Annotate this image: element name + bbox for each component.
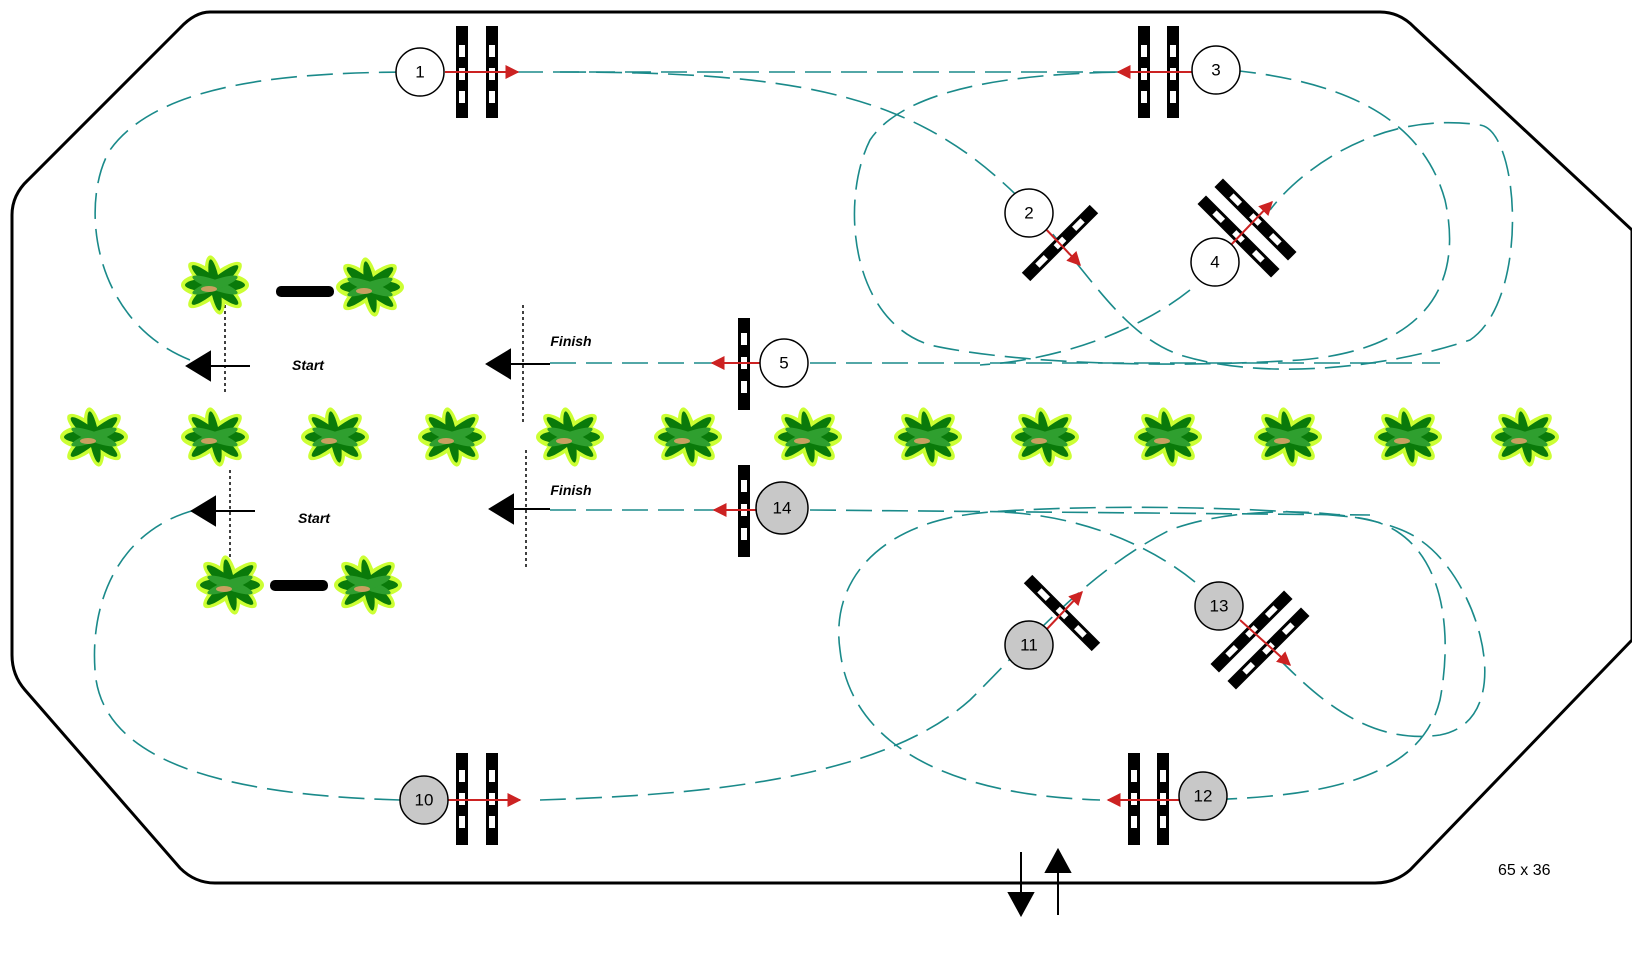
plant-icon (334, 553, 402, 617)
plant-icon (196, 553, 264, 617)
arena-outline (10, 10, 1632, 885)
upper-start-gate (181, 253, 404, 319)
fence-number-2: 2 (1004, 188, 1054, 238)
plant-icon (60, 405, 128, 469)
svg-text:2: 2 (1024, 204, 1033, 223)
plant-icon (418, 405, 486, 469)
fence-number-4: 4 (1190, 237, 1240, 287)
svg-text:3: 3 (1211, 61, 1220, 80)
plant-icon (654, 405, 722, 469)
plant-icon (1491, 405, 1559, 469)
plant-icon (336, 255, 404, 319)
plant-row (60, 405, 1559, 469)
jump-3 (1116, 26, 1192, 118)
fence-number-14: 14 (755, 481, 809, 535)
fence-number-11: 11 (1004, 620, 1054, 670)
lower-finish-label: Finish (550, 482, 591, 498)
plant-icon (536, 405, 604, 469)
fence-number-10: 10 (399, 775, 449, 825)
plant-icon (181, 253, 249, 317)
plant-icon (1254, 405, 1322, 469)
svg-text:13: 13 (1210, 597, 1229, 616)
svg-text:11: 11 (1020, 636, 1038, 655)
plant-icon (774, 405, 842, 469)
jump-12 (1106, 753, 1180, 845)
plant-icon (1134, 405, 1202, 469)
lower-start-gate (196, 553, 402, 617)
lower-start-label: Start (298, 510, 331, 526)
course-dimensions: 65 x 36 (1498, 862, 1551, 879)
fence-number-1: 1 (395, 47, 445, 97)
fence-number-12: 12 (1178, 771, 1228, 821)
upper-finish-label: Finish (550, 333, 591, 349)
track-path-lower (93, 506, 1486, 801)
upper-start-label: Start (292, 357, 325, 373)
svg-text:5: 5 (779, 354, 788, 373)
jump-2-arrow (1041, 224, 1081, 267)
plant-icon (1011, 405, 1079, 469)
fence-number-5: 5 (759, 338, 809, 388)
jump-5 (710, 318, 762, 410)
plant-icon (301, 405, 369, 469)
jump-4-arrow (1227, 200, 1273, 249)
fence-number-13: 13 (1194, 581, 1244, 631)
jump-10 (448, 753, 522, 845)
svg-text:4: 4 (1210, 253, 1219, 272)
svg-text:1: 1 (415, 63, 424, 82)
jump-11-arrow (1045, 590, 1083, 631)
jump-14 (712, 465, 762, 557)
svg-text:10: 10 (415, 791, 434, 810)
direction-arrow-icon (185, 348, 1072, 918)
jump-13-arrow (1239, 619, 1292, 666)
track-path-upper (94, 69, 1514, 370)
jump-1 (445, 26, 520, 118)
svg-text:12: 12 (1194, 787, 1213, 806)
plant-icon (181, 405, 249, 469)
fence-number-3: 3 (1191, 45, 1241, 95)
plant-icon (894, 405, 962, 469)
svg-text:14: 14 (773, 499, 792, 518)
plant-icon (1374, 405, 1442, 469)
